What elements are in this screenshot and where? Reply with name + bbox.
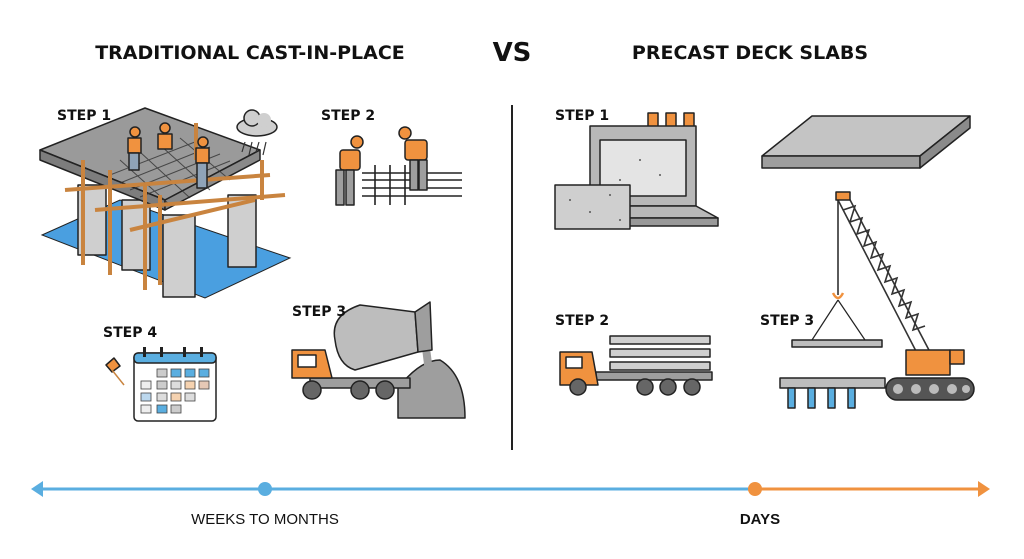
traditional-title: TRADITIONAL CAST-IN-PLACE xyxy=(95,42,405,64)
timeline-marker-traditional xyxy=(258,482,272,496)
rebar-workers-icon xyxy=(335,126,462,206)
precast-step-2-label: STEP 2 xyxy=(555,313,609,329)
precast-step-3-label: STEP 3 xyxy=(760,313,814,329)
arrow-left-icon xyxy=(31,481,43,497)
concrete-mixer-truck-icon xyxy=(291,301,466,419)
precast-step-1-label: STEP 1 xyxy=(555,108,609,124)
precast-factory-mold-icon xyxy=(554,112,719,230)
curing-calendar-icon xyxy=(105,347,217,422)
traditional-step-1-label: STEP 1 xyxy=(57,108,111,124)
formwork-scaffolding-bridge-icon xyxy=(39,107,292,299)
flatbed-truck-slabs-icon xyxy=(559,335,713,396)
timeline-marker-precast xyxy=(748,482,762,496)
timeline-traditional-label: WEEKS TO MONTHS xyxy=(191,511,339,528)
timeline-precast-label: DAYS xyxy=(740,511,780,528)
traditional-step-3-label: STEP 3 xyxy=(292,304,346,320)
arrow-right-icon xyxy=(978,481,990,497)
vs-label: VS xyxy=(493,38,532,68)
traditional-step-2-label: STEP 2 xyxy=(321,108,375,124)
precast-slab-icon xyxy=(761,115,971,169)
precast-title: PRECAST DECK SLABS xyxy=(632,42,868,64)
timeline: WEEKS TO MONTHS DAYS xyxy=(31,481,990,528)
crane-placing-slab-icon xyxy=(779,191,975,409)
traditional-step-4-label: STEP 4 xyxy=(103,325,157,341)
